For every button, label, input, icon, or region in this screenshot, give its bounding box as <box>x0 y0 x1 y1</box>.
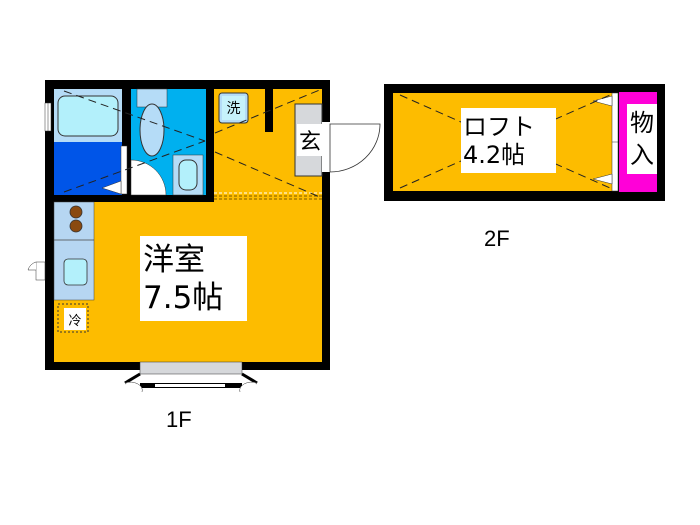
loft-label: ロフト 4.2帖 <box>461 108 556 173</box>
room-size: 7.5帖 <box>143 279 224 316</box>
loft-name: ロフト <box>463 112 535 141</box>
floor-2-label: 2F <box>484 226 510 251</box>
storage-text: 物入 <box>630 109 654 169</box>
fridge-label: 冷 <box>64 308 86 330</box>
loft-size: 4.2帖 <box>463 140 526 169</box>
washer-label: 洗 <box>222 96 245 120</box>
western-room-label: 洋室 7.5帖 <box>140 236 247 321</box>
room-name: 洋室 <box>143 241 205 278</box>
entrance-label: 玄 <box>297 124 323 156</box>
storage-label: 物入 <box>627 104 657 174</box>
floor-1-label: 1F <box>166 407 192 432</box>
